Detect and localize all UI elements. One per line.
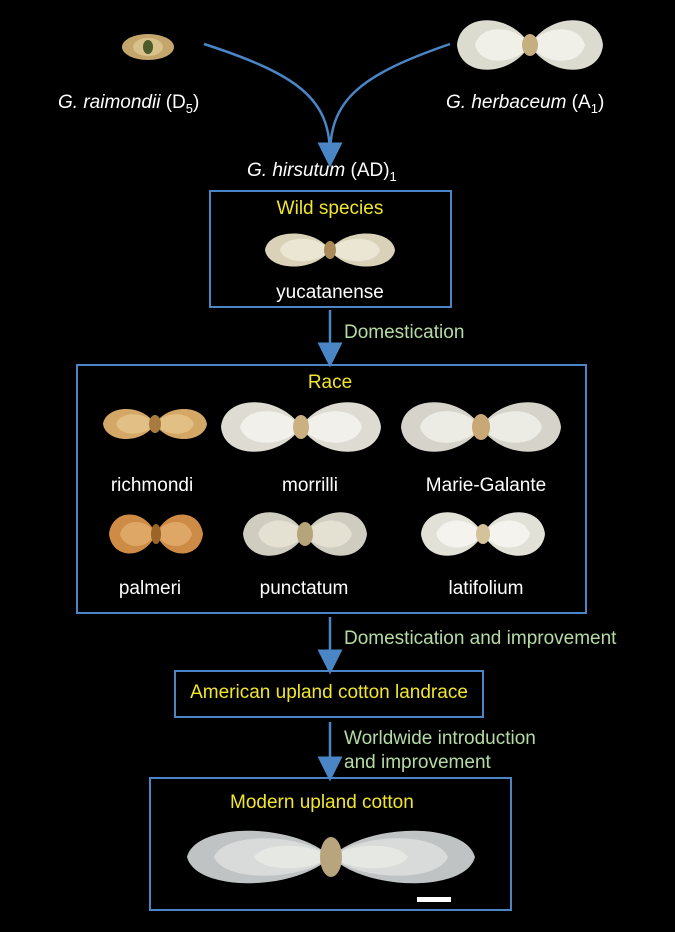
label-richmondi: richmondi <box>110 475 194 496</box>
fiber-herbaceum <box>457 20 603 70</box>
label-punctatum: punctatum <box>259 578 349 599</box>
wild-species-title: Wild species <box>276 198 384 219</box>
fiber-raimondii <box>122 34 174 60</box>
modern-box <box>149 777 512 911</box>
scale-bar <box>417 897 451 902</box>
fiber-palmeri <box>109 514 203 554</box>
label-marie-galante: Marie-Galante <box>425 475 547 496</box>
modern-title: Modern upland cotton <box>230 792 414 813</box>
label-yucatanense: yucatanense <box>276 282 384 303</box>
race-box <box>76 364 587 614</box>
fiber-latifolium <box>421 512 545 556</box>
label-latifolium: latifolium <box>448 578 524 599</box>
label-morrilli: morrilli <box>282 475 338 496</box>
fiber-richmondi <box>103 408 207 440</box>
step-domestication-improvement: Domestication and improvement <box>344 628 617 649</box>
landrace-title: American upland cotton landrace <box>190 682 468 703</box>
label-palmeri: palmeri <box>118 578 182 599</box>
fiber-modern <box>187 830 475 884</box>
step-worldwide-line1: Worldwide introduction <box>344 728 536 749</box>
race-title: Race <box>307 372 353 393</box>
fiber-punctatum <box>243 512 367 556</box>
fiber-marie-galante <box>401 402 561 452</box>
label-raimondii: G. raimondii (D5) <box>58 92 200 116</box>
step-worldwide-line2: and improvement <box>344 752 491 773</box>
merge-arrow-right <box>317 42 451 168</box>
label-herbaceum: G. herbaceum (A1) <box>446 92 605 116</box>
label-hirsutum: G. hirsutum (AD)1 <box>247 160 397 184</box>
fiber-morrilli <box>221 402 381 452</box>
wild-species-box <box>209 190 452 308</box>
merge-arrow-left <box>203 42 332 156</box>
landrace-box <box>174 670 484 718</box>
step-domestication: Domestication <box>344 322 465 343</box>
fiber-yucatanense <box>265 233 395 267</box>
